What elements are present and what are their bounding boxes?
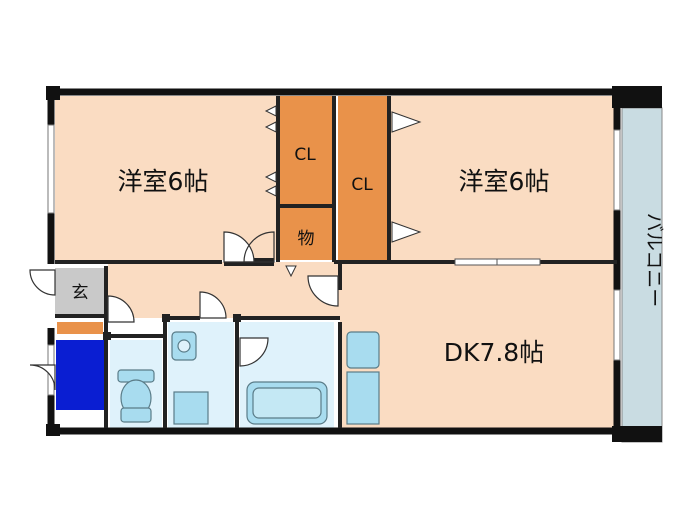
wall-corner-bl: [46, 424, 60, 436]
room-label-western-right: 洋室6帖: [459, 167, 550, 196]
kitchen-counter: [346, 371, 380, 425]
closet-label-right: CL: [351, 175, 373, 195]
closet-right: [338, 96, 388, 260]
western-room-left-floor: [55, 96, 277, 260]
shoe-box: [56, 340, 104, 410]
window-left-upper: [47, 124, 55, 214]
room-label-dining-kitchen: DK7.8帖: [444, 338, 544, 367]
storage-label: 物: [298, 229, 315, 249]
fixtures: [117, 331, 380, 425]
door-dk: [307, 275, 339, 307]
door-western-left: [223, 231, 255, 263]
door-bathroom: [239, 337, 269, 367]
western-room-right-floor: [390, 96, 615, 260]
door-swings: [29, 231, 339, 391]
balcony-label: バルコニー: [643, 213, 665, 308]
door-washroom: [199, 291, 227, 319]
door-storage: [243, 231, 275, 263]
closet-door-markers: [264, 105, 422, 278]
door-shoebox: [29, 364, 56, 391]
door-entrance: [29, 269, 56, 296]
wall-corner-br: [612, 426, 662, 442]
kitchen-sink: [346, 331, 380, 369]
wall-block-3: [233, 314, 241, 322]
interior-walls: [55, 96, 617, 428]
wall-block-2: [162, 314, 170, 322]
wall-corner-tr: [612, 86, 662, 108]
closet-left: [280, 96, 332, 204]
toilet-base: [120, 407, 152, 423]
washing-machine: [173, 391, 209, 425]
closet-label-left: CL: [294, 145, 316, 165]
wall-block-4: [103, 332, 111, 340]
balcony-window-lower: [613, 289, 621, 361]
storage-closet: [280, 208, 332, 260]
room-label-western-left: 洋室6帖: [118, 167, 209, 196]
entrance-label: 玄: [72, 283, 89, 303]
entrance-step: [57, 322, 103, 334]
balcony-floor: [621, 107, 663, 443]
entrance-tile: [55, 268, 105, 314]
basin-drain: [177, 339, 191, 353]
wall-corner-tl: [46, 86, 60, 100]
balcony-window-upper: [613, 129, 621, 211]
door-toilet: [107, 295, 135, 323]
dining-kitchen-floor: [340, 262, 615, 428]
bathtub-inner: [252, 387, 322, 419]
